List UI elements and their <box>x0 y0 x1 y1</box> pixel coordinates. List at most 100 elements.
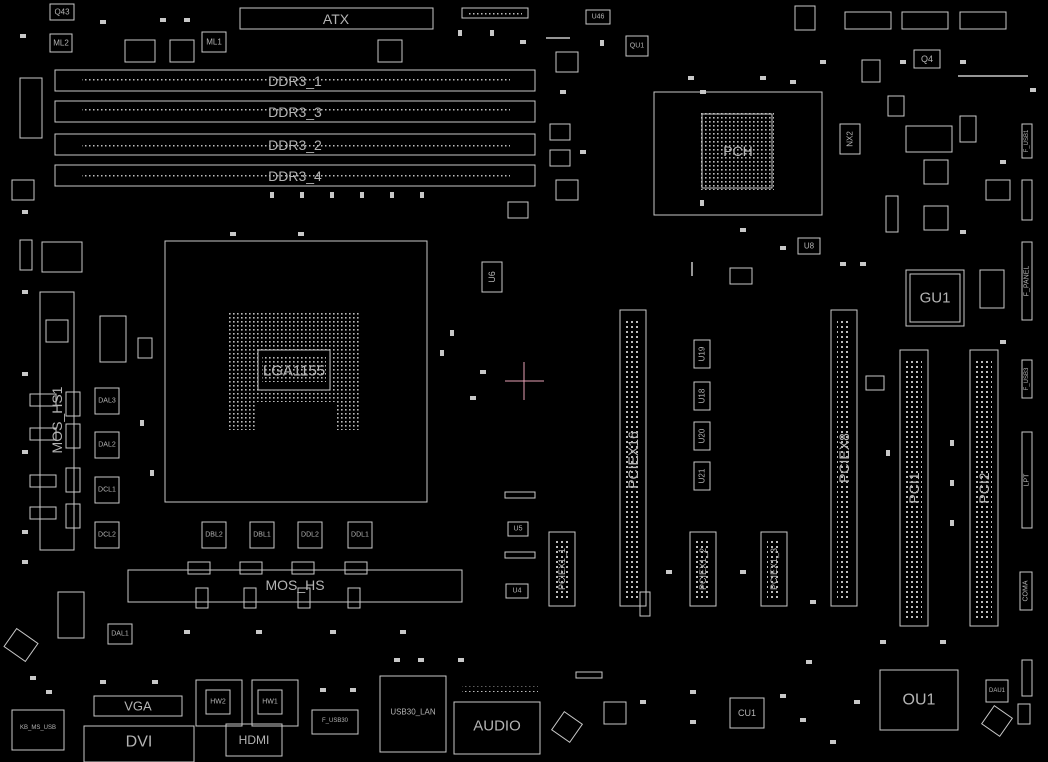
pci2-slot[interactable] <box>969 349 999 627</box>
ddl1-component[interactable] <box>347 521 373 549</box>
dcl1-component[interactable] <box>94 476 120 504</box>
u46-label: U46 <box>592 14 605 21</box>
ddl1-label: DDL1 <box>351 532 369 539</box>
dvi-port[interactable] <box>83 725 195 762</box>
gu1-label: GU1 <box>920 290 951 307</box>
pciex16-slot[interactable] <box>619 309 647 607</box>
passive-components <box>20 18 1036 744</box>
pciex1-2-label: PCIEX1_2 <box>698 548 708 590</box>
vga-label: VGA <box>124 699 152 714</box>
cu1-component[interactable] <box>729 697 765 729</box>
coma-label: COMA <box>1023 580 1030 601</box>
mos-hs1-heatsink[interactable] <box>39 291 75 551</box>
hdmi-label: HDMI <box>239 733 270 747</box>
ou1-chip[interactable] <box>879 669 959 731</box>
dal2-label: DAL2 <box>98 442 116 449</box>
ddr3-slot-2[interactable] <box>54 133 536 156</box>
u8-component[interactable] <box>797 237 821 255</box>
u6-label: U6 <box>487 271 497 283</box>
pciex1-2-slot[interactable] <box>689 531 717 607</box>
ddr3-slot-4[interactable] <box>54 164 536 187</box>
f-usb1-header[interactable] <box>1021 123 1033 159</box>
pci2-label: PCI2 <box>976 472 992 503</box>
ddr3-2-label: DDR3_2 <box>268 137 322 153</box>
u18-component[interactable] <box>693 381 711 411</box>
pci1-slot[interactable] <box>899 349 929 627</box>
ou1-label: OU1 <box>903 692 936 709</box>
dal3-label: DAL3 <box>98 398 116 405</box>
audio-port[interactable] <box>453 701 541 755</box>
dal2-component[interactable] <box>94 431 120 459</box>
hdmi-port[interactable] <box>225 723 283 757</box>
pciex1-3-slot[interactable] <box>760 531 788 607</box>
cpu-socket-outline[interactable] <box>164 240 428 503</box>
vga-port[interactable] <box>93 695 183 717</box>
pci1-label: PCI1 <box>906 472 922 503</box>
u5-label: U5 <box>514 526 523 533</box>
dcl2-component[interactable] <box>94 521 120 549</box>
lpt-label: LPT <box>1024 473 1031 487</box>
ddr3-4-label: DDR3_4 <box>268 168 322 184</box>
pciex1-1-slot[interactable] <box>548 531 576 607</box>
dau1-label: DAU1 <box>989 688 1006 694</box>
ddr3-slot-1[interactable] <box>54 69 536 92</box>
q4-component[interactable] <box>913 49 941 69</box>
qu1-label: QU1 <box>630 43 645 50</box>
pch-label: PCH <box>723 143 753 159</box>
ml2-label: ML2 <box>53 39 69 48</box>
qu1-component[interactable] <box>625 35 649 57</box>
f-panel-header[interactable] <box>1021 241 1033 321</box>
hw2-label: HW2 <box>210 699 226 706</box>
dal3-component[interactable] <box>94 387 120 415</box>
u6-component[interactable] <box>481 261 503 293</box>
u18-label: U18 <box>698 388 707 403</box>
ml2-component[interactable] <box>49 33 73 53</box>
ddl2-label: DDL2 <box>301 532 319 539</box>
mos-hs-heatsink[interactable] <box>127 569 463 603</box>
atx-connector[interactable] <box>239 7 434 30</box>
ml1-label: ML1 <box>206 38 222 47</box>
u21-label: U21 <box>698 468 707 483</box>
u46-component[interactable] <box>585 9 611 25</box>
ddr3-3-label: DDR3_3 <box>268 104 322 120</box>
trace-marks <box>546 37 1028 276</box>
u4-component[interactable] <box>505 583 529 599</box>
f-panel-label: F_PANEL <box>1024 266 1031 297</box>
gu1-chip[interactable] <box>905 269 965 327</box>
dbl2-label: DBL2 <box>205 532 223 539</box>
crosshair-cursor <box>505 362 544 400</box>
usb30-lan-port[interactable] <box>379 675 447 753</box>
u19-component[interactable] <box>693 339 711 369</box>
mos-hs1-label: MOS_HS1 <box>49 386 65 453</box>
q43-component[interactable] <box>49 3 75 21</box>
u21-component[interactable] <box>693 461 711 491</box>
dcl2-label: DCL2 <box>98 532 116 539</box>
pch-outline[interactable] <box>653 91 823 216</box>
kb-ms-usb-port[interactable] <box>11 709 65 751</box>
nx2-component[interactable] <box>839 123 861 155</box>
dbl2-component[interactable] <box>201 521 227 549</box>
q43-label: Q43 <box>54 8 70 17</box>
pciex8-slot[interactable] <box>830 309 858 607</box>
dbl1-component[interactable] <box>249 521 275 549</box>
dal1-label: DAL1 <box>111 631 129 638</box>
ml1-component[interactable] <box>201 31 227 53</box>
nq-component[interactable] <box>794 5 816 31</box>
dau1-component[interactable] <box>985 679 1009 703</box>
u20-component[interactable] <box>693 421 711 451</box>
audio-label: AUDIO <box>473 718 521 735</box>
lpt-header[interactable] <box>1021 431 1033 529</box>
f-usb1-label: F_USB1 <box>1024 129 1030 152</box>
top-header-strip <box>461 7 529 19</box>
coma-header[interactable] <box>1019 571 1033 611</box>
f-usb3-header[interactable] <box>1021 359 1033 399</box>
ddl2-component[interactable] <box>297 521 323 549</box>
u8-label: U8 <box>804 242 815 251</box>
ddr3-slot-3[interactable] <box>54 100 536 123</box>
hw1-component[interactable] <box>251 679 299 727</box>
dal1-component[interactable] <box>107 623 133 645</box>
u5-component[interactable] <box>507 521 529 537</box>
hw2-component[interactable] <box>195 679 243 727</box>
f-usb30-label: F_USB30 <box>322 718 349 724</box>
